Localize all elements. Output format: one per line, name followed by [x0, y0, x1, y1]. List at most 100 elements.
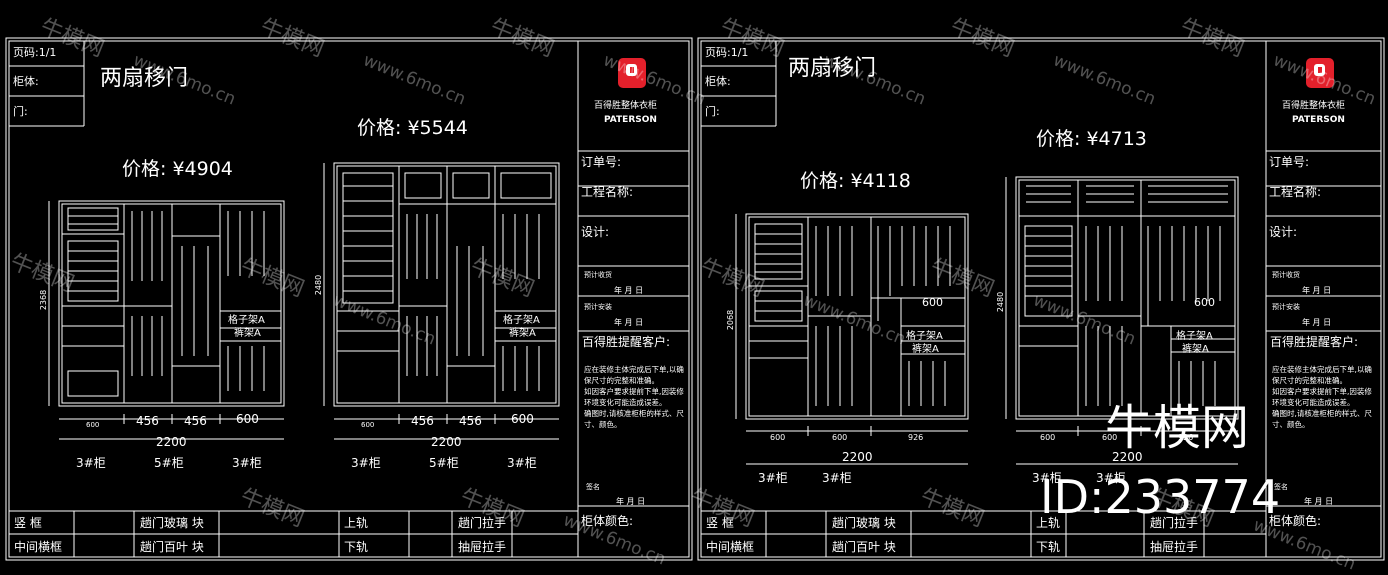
table-cell: 抽屉拉手: [458, 540, 507, 554]
logo-cn: 百得胜整体衣柜: [1282, 101, 1346, 111]
drawing-sheet-1: 页码:1/1 柜体: 门: 两扇移门 百得胜整体衣柜 PATERSON 订单号:…: [4, 36, 694, 562]
price-label: 价格: ¥4713: [1036, 128, 1147, 150]
wardrobe-elevation-1: [58, 200, 285, 407]
shelf-label: 格子架A: [228, 315, 265, 326]
signature-date: 年 月 日: [616, 497, 646, 506]
signature-label: 签名: [586, 483, 600, 491]
module-label: 5#柜: [429, 456, 459, 470]
module-label: 5#柜: [154, 456, 184, 470]
table-cell: 趟门玻璃 块: [832, 516, 896, 530]
table-cell: 趟门拉手: [458, 516, 507, 530]
reminder-notes: 应在装修主体完成后下单,以确保尺寸的完整和准确。 如因客户要求提前下单,因装修环…: [584, 365, 684, 429]
total-width: 2200: [842, 450, 873, 464]
total-width: 2200: [1112, 450, 1143, 464]
reminder-heading: 百得胜提醒客户:: [1270, 335, 1359, 349]
height-dimension: 2480: [314, 274, 324, 296]
install-date-value: 年 月 日: [1302, 318, 1332, 327]
table-cell: 中间横框: [14, 540, 63, 554]
module-label: 3#柜: [1032, 471, 1062, 485]
width-dimension: 456: [184, 414, 207, 428]
sheet-frame-lines: [697, 37, 1385, 561]
reminder-heading: 百得胜提醒客户:: [582, 335, 671, 349]
logo-en: PATERSON: [604, 115, 657, 125]
designer-label: 设计:: [581, 225, 610, 239]
module-label: 3#柜: [351, 456, 381, 470]
door-label: 门:: [13, 105, 28, 118]
width-dimension: 600: [832, 433, 848, 442]
price-label: 价格: ¥4118: [800, 170, 911, 192]
shelf-label: 格子架A: [906, 331, 943, 342]
table-cell: 下轨: [344, 540, 369, 554]
width-dimension: 456: [459, 414, 482, 428]
width-dimension: 926: [1178, 433, 1194, 442]
signature-label: 签名: [1274, 483, 1288, 491]
width-dimension: 600: [236, 412, 259, 426]
module-label: 3#柜: [1096, 471, 1126, 485]
order-number-label: 订单号:: [581, 155, 622, 169]
wardrobe-elevation-2: [333, 162, 560, 407]
signature-date: 年 月 日: [1304, 497, 1334, 506]
shelf-label: 裤架A: [912, 344, 939, 355]
cabinet-label: 柜体:: [13, 75, 39, 88]
receive-date-value: 年 月 日: [614, 286, 644, 295]
door-label: 门:: [705, 105, 720, 118]
page-number: 页码:1/1: [13, 46, 57, 59]
table-cell: 趟门百叶 块: [140, 540, 204, 554]
price-label: 价格: ¥4904: [122, 158, 233, 180]
table-cell: 趟门百叶 块: [832, 540, 896, 554]
shelf-label: 裤架A: [509, 328, 536, 339]
module-label: 3#柜: [822, 471, 852, 485]
install-date-label: 预计安装: [1272, 303, 1300, 311]
module-label: 3#柜: [758, 471, 788, 485]
watermark-id: ID:233774: [1040, 470, 1281, 524]
logo-en: PATERSON: [1292, 115, 1345, 125]
width-dimension: 600: [1102, 433, 1118, 442]
width-dimension: 600: [511, 412, 534, 426]
width-dimension: 600: [361, 421, 375, 429]
table-cell: 趟门拉手: [1150, 516, 1199, 530]
page-number: 页码:1/1: [705, 46, 749, 59]
table-cell: 抽屉拉手: [1150, 540, 1199, 554]
reminder-notes: 应在装修主体完成后下单,以确保尺寸的完整和准确。 如因客户要求提前下单,因装修环…: [1272, 365, 1372, 429]
cabinet-label: 柜体:: [705, 75, 731, 88]
drawing-title: 两扇移门: [100, 66, 189, 91]
receive-date-label: 预计收货: [584, 271, 612, 279]
paterson-logo-icon: [1306, 58, 1334, 88]
shelf-label: 格子架A: [503, 315, 540, 326]
project-name-label: 工程名称:: [1269, 185, 1322, 199]
total-width: 2200: [431, 435, 462, 449]
table-cell: 竖 框: [14, 516, 42, 530]
project-name-label: 工程名称:: [581, 185, 634, 199]
table-cell: 上轨: [344, 516, 369, 530]
height-dimension: 2068: [726, 309, 736, 331]
wardrobe-elevation-4: [1015, 176, 1239, 420]
shelf-label: 格子架A: [1176, 331, 1213, 342]
height-dimension: 2368: [39, 289, 49, 311]
drawing-title: 两扇移门: [788, 56, 877, 81]
drawing-sheet-2: 页码:1/1 柜体: 门: 两扇移门 百得胜整体衣柜 PATERSON 订单号:…: [696, 36, 1386, 562]
price-label: 价格: ¥5544: [357, 117, 468, 139]
shelf-label: 裤架A: [234, 328, 261, 339]
inner-width: 600: [922, 296, 943, 309]
width-dimension: 456: [136, 414, 159, 428]
install-date-value: 年 月 日: [614, 318, 644, 327]
sheet-frame-lines: [5, 37, 693, 561]
table-cell: 下轨: [1036, 540, 1061, 554]
logo-cn: 百得胜整体衣柜: [594, 101, 658, 111]
designer-label: 设计:: [1269, 225, 1298, 239]
shelf-label: 裤架A: [1182, 344, 1209, 355]
width-dimension: 926: [908, 433, 924, 442]
height-dimension: 2480: [996, 291, 1006, 313]
receive-date-label: 预计收货: [1272, 271, 1300, 279]
install-date-label: 预计安装: [584, 303, 612, 311]
watermark-logo-text: 牛模网: [1105, 400, 1250, 456]
width-dimension: 600: [86, 421, 100, 429]
table-cell: 竖 框: [706, 516, 734, 530]
table-cell: 上轨: [1036, 516, 1061, 530]
module-label: 3#柜: [232, 456, 262, 470]
width-dimension: 456: [411, 414, 434, 428]
total-width: 2200: [156, 435, 187, 449]
paterson-logo-icon: [618, 58, 646, 88]
cabinet-color-label: 柜体颜色:: [581, 514, 634, 528]
wardrobe-elevation-3: [745, 213, 969, 420]
